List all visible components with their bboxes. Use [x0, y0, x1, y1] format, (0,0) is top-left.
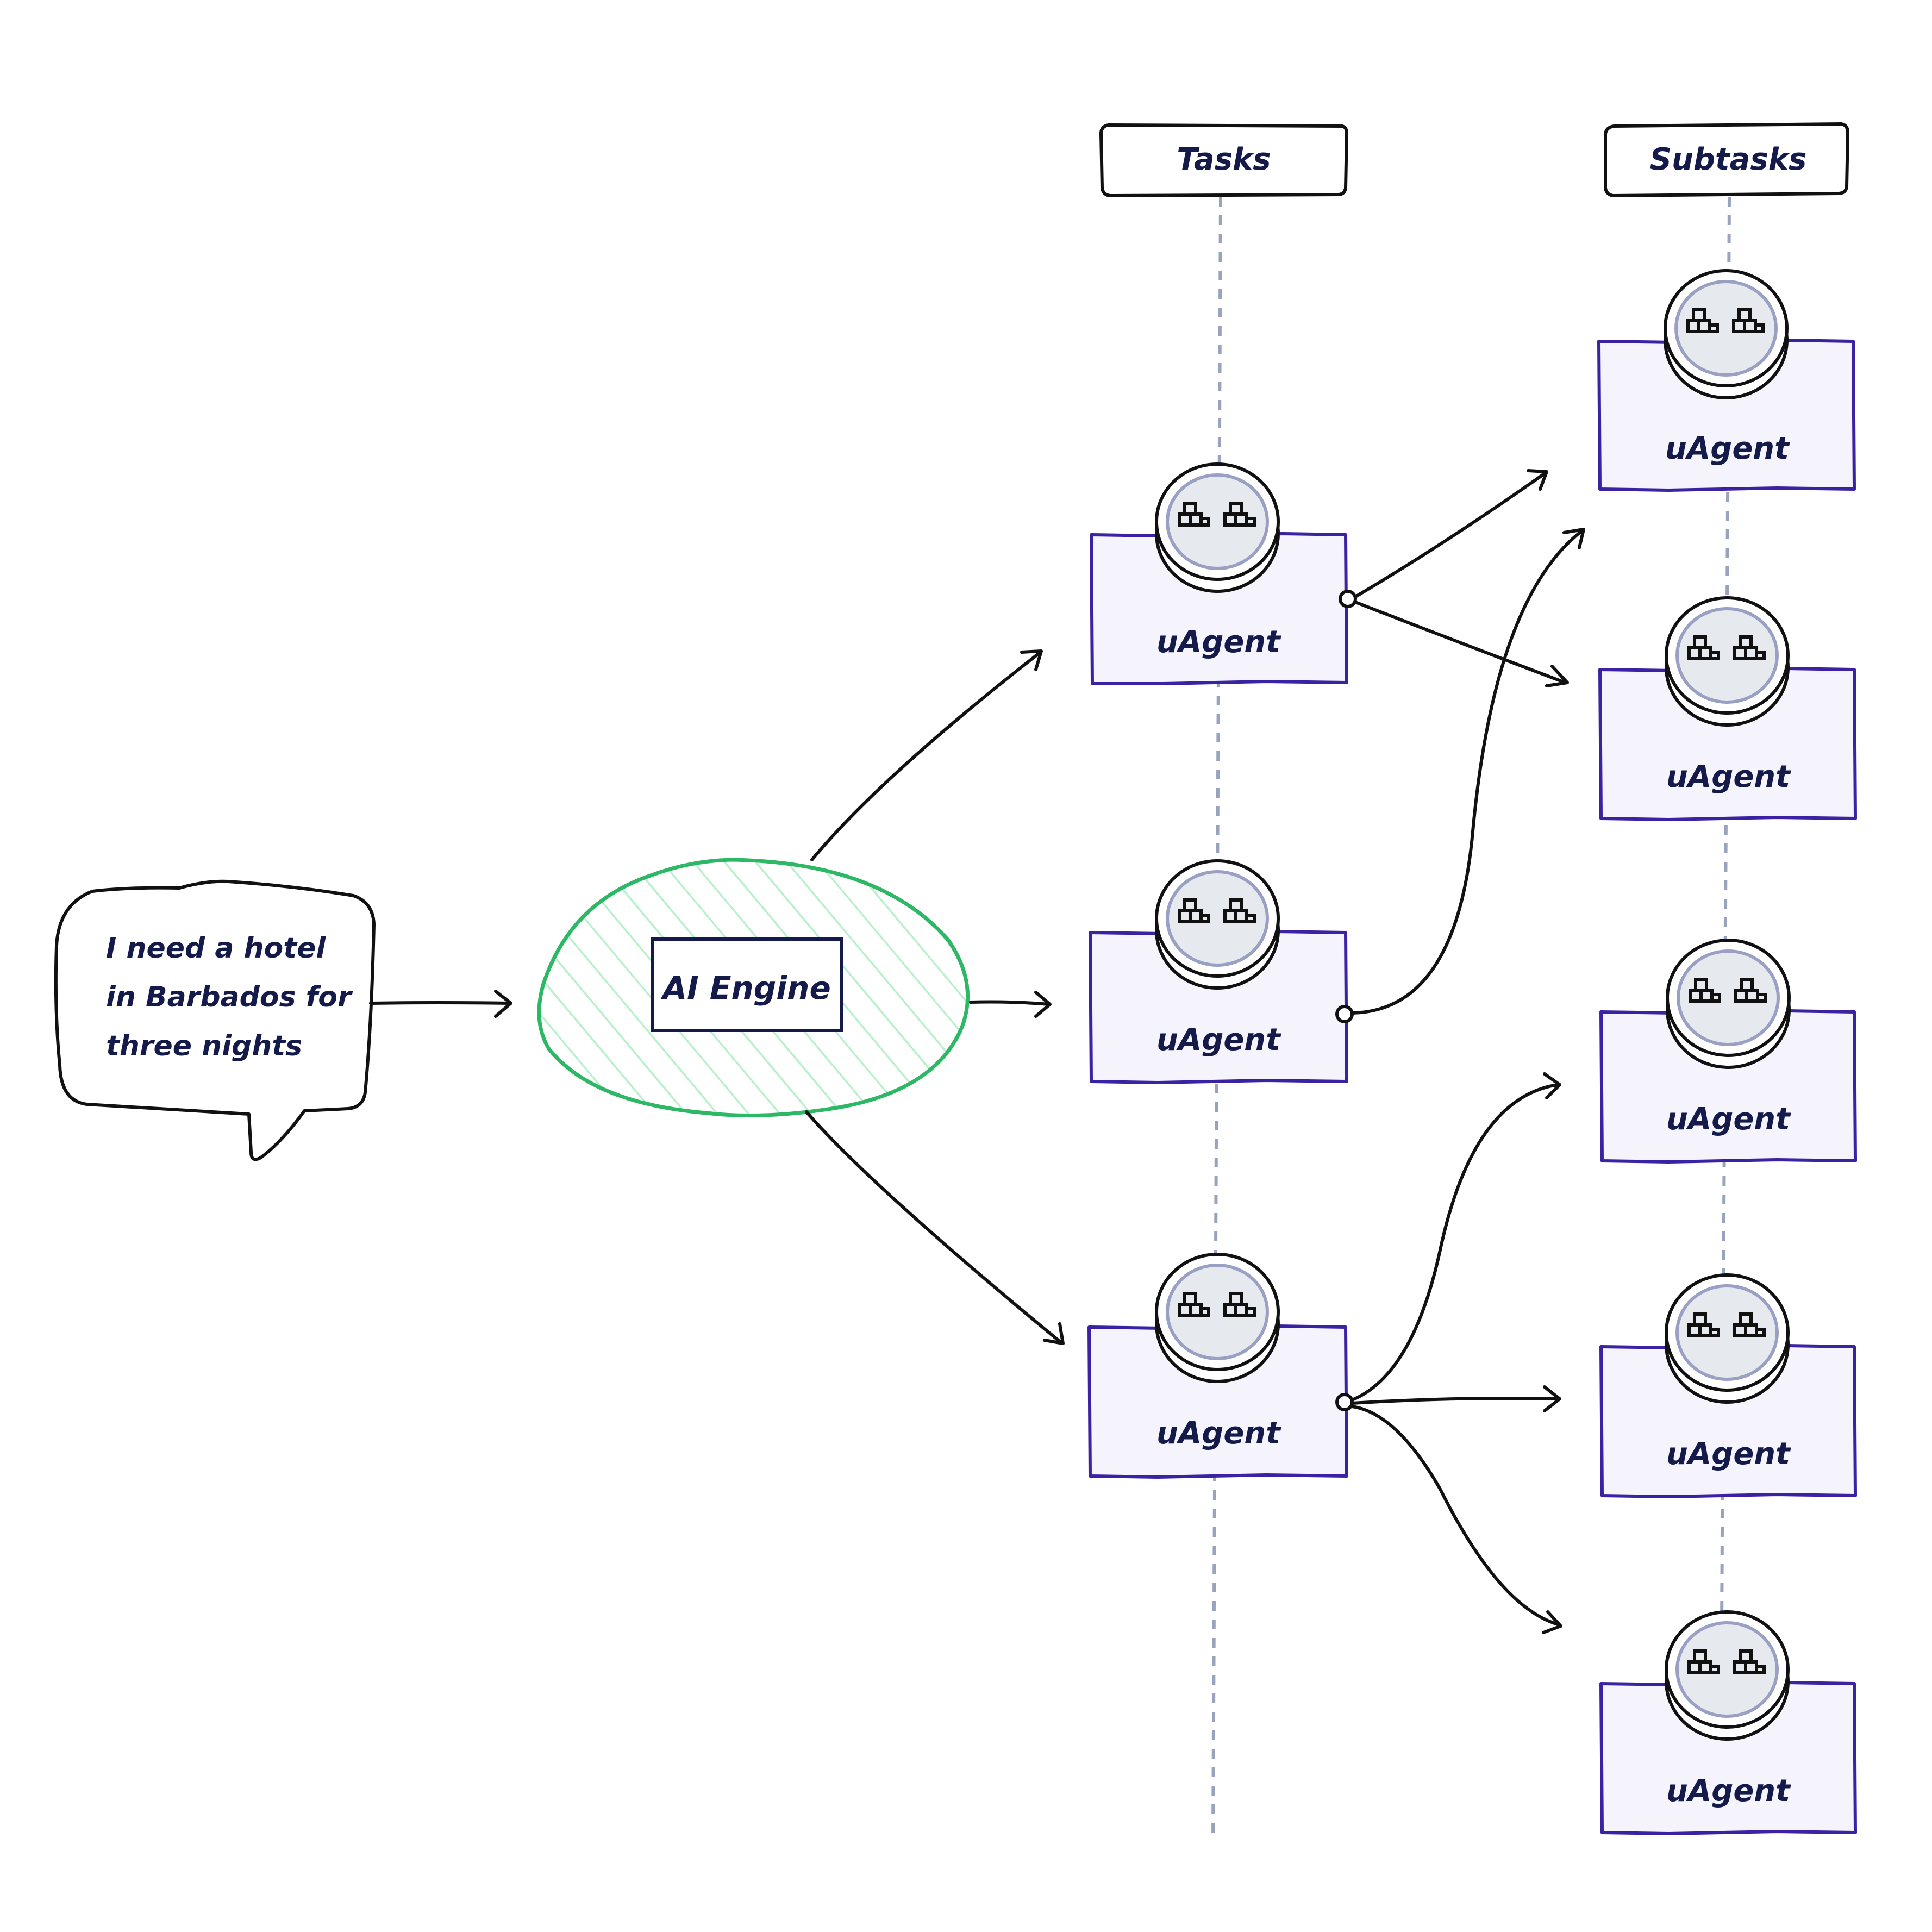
cluster-icon	[1156, 861, 1278, 988]
arrow-task1-to-subtask1	[1354, 469, 1548, 598]
subtask-agent-2: uAgent	[1598, 598, 1857, 821]
cluster-icon	[1666, 1275, 1788, 1402]
subtask-agent-3-label: uAgent	[1666, 1102, 1791, 1137]
arrow-task3-to-subtask5	[1350, 1405, 1562, 1634]
subtasks-header: Subtasks	[1604, 122, 1849, 197]
tasks-header-label: Tasks	[1177, 142, 1271, 177]
subtask-agent-5-label: uAgent	[1666, 1773, 1791, 1809]
arrow-task1-to-subtask2	[1354, 601, 1569, 687]
task-agent-3: uAgent	[1087, 1254, 1354, 1479]
subtask-agent-2-label: uAgent	[1666, 759, 1791, 795]
arrow-engine-to-task-2	[969, 991, 1052, 1018]
subtasks-header-label: Subtasks	[1650, 142, 1807, 177]
arrow-engine-to-task-1	[810, 649, 1043, 861]
task-agent-1-label: uAgent	[1156, 624, 1281, 660]
arrow-task3-to-subtask4	[1350, 1385, 1561, 1412]
cluster-icon	[1666, 1612, 1788, 1739]
subtask-agent-3: uAgent	[1599, 940, 1857, 1164]
arrow-task3-to-subtask3	[1350, 1072, 1561, 1402]
ai-engine: AI Engine	[537, 858, 970, 1117]
user-message-line-3: three nights	[106, 1030, 302, 1062]
task-agent-1: uAgent	[1090, 464, 1357, 685]
task-agent-2-output-port	[1335, 1005, 1354, 1023]
arrow-engine-to-task-3	[805, 1110, 1065, 1345]
subtask-agent-4-label: uAgent	[1666, 1436, 1791, 1472]
task-agent-3-output-port	[1335, 1393, 1354, 1411]
user-message-line-2: in Barbados for	[106, 981, 353, 1014]
arrow-task2-to-subtask1	[1350, 528, 1585, 1015]
task-agent-3-label: uAgent	[1156, 1416, 1281, 1451]
user-message-line-1: I need a hotel	[106, 932, 326, 965]
cluster-icon	[1667, 940, 1789, 1067]
task-agent-2-label: uAgent	[1156, 1022, 1281, 1058]
subtask-agent-1-label: uAgent	[1665, 431, 1790, 466]
subtask-agent-4: uAgent	[1599, 1275, 1857, 1498]
task-agent-2: uAgent	[1089, 861, 1354, 1084]
cluster-icon	[1156, 1254, 1278, 1381]
tasks-header: Tasks	[1099, 123, 1348, 197]
user-speech-bubble: I need a hotel in Barbados for three nig…	[54, 879, 376, 1161]
subtask-agent-1: uAgent	[1597, 271, 1856, 492]
task-agent-1-output-port	[1339, 590, 1357, 608]
subtask-agent-5: uAgent	[1599, 1612, 1857, 1835]
ai-engine-label: AI Engine	[660, 970, 831, 1006]
ai-engine-label-box	[651, 937, 843, 1032]
cluster-icon	[1156, 464, 1278, 591]
arrow-user-to-engine	[369, 990, 512, 1018]
cluster-icon	[1665, 271, 1787, 398]
cluster-icon	[1666, 598, 1788, 725]
